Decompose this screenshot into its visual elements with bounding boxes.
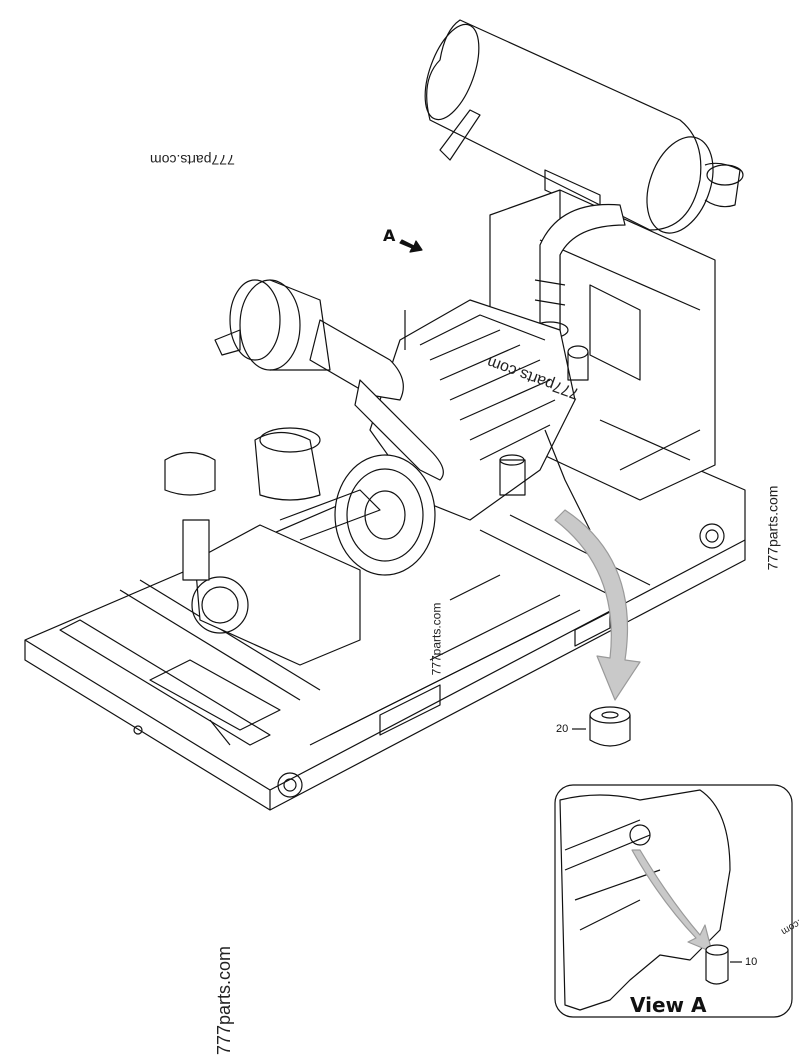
flywheel-housing [334, 454, 436, 576]
detail-view-title: View A [630, 993, 707, 1017]
air-intake [214, 279, 444, 481]
filter-20-icon [572, 706, 631, 747]
view-a-arrow [399, 239, 423, 253]
watermark-center: 777parts.com [429, 602, 444, 676]
pointer-arrow [554, 509, 641, 701]
watermark-bottom-left: 777parts.com [214, 945, 235, 1055]
watermark-right-edge: 777parts.com [764, 485, 781, 571]
watermark-top-left: 777parts.com [150, 152, 235, 168]
callout-20: 20 [556, 723, 569, 735]
pump [164, 427, 381, 666]
detail-view-box [554, 784, 793, 1018]
view-a-marker-label: A [383, 226, 396, 245]
callout-10: 10 [745, 956, 758, 968]
